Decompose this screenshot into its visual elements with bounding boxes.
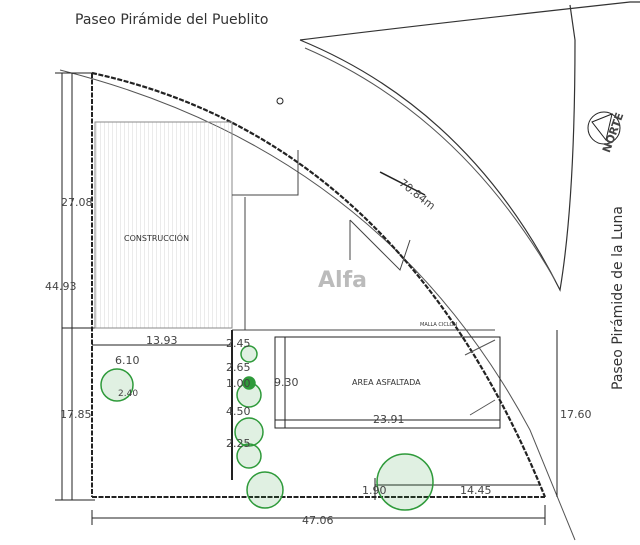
dim-bottom-b: 14.45 (460, 484, 492, 497)
dim-bottom-total: 47.06 (302, 514, 334, 527)
street-top: Paseo Pirámide del Pueblito (75, 12, 269, 28)
tree (234, 417, 264, 447)
tree (100, 368, 134, 402)
dim-d3: 1.00 (226, 377, 251, 390)
dim-d5: 2.25 (226, 437, 251, 450)
trees (100, 345, 434, 511)
dim-tree-small: 2.40 (118, 389, 139, 399)
tree (246, 471, 284, 509)
dim-left-lower: 17.85 (60, 408, 92, 421)
dim-right: 17.60 (560, 408, 592, 421)
dim-d2: 2.65 (226, 361, 251, 374)
dim-left-total: 44.93 (45, 280, 77, 293)
road-curve (59, 69, 576, 541)
dim-d1: 2.45 (226, 337, 251, 350)
watermark: Alfa (318, 268, 367, 293)
street-right: Paseo Pirámide de la Luna (610, 206, 626, 390)
dim-bottom-a: 1.90 (362, 484, 387, 497)
asphalt-label: AREA ASFALTADA (352, 378, 421, 387)
lot-arc (91, 71, 547, 498)
dim-asphalt-height: 9.30 (274, 376, 299, 389)
dim-asphalt-width: 23.91 (373, 413, 405, 426)
dim-tree-offset: 6.10 (115, 354, 140, 367)
dim-construction-width: 13.93 (146, 334, 178, 347)
tree (376, 453, 434, 511)
building-outline (232, 150, 411, 330)
tree (236, 443, 262, 469)
tree (240, 345, 258, 363)
fence-label: MALLA CICLON (420, 322, 458, 328)
construction-label: CONSTRUCCIÓN (124, 234, 190, 243)
asphalt-area (274, 336, 501, 429)
marker-icon (276, 97, 284, 105)
north-arrow-icon (587, 111, 621, 145)
tree (236, 382, 262, 408)
dim-left-upper: 27.08 (61, 196, 93, 209)
construction-area (94, 121, 233, 329)
dim-d4: 4.50 (226, 405, 251, 418)
road-island (299, 1, 640, 292)
